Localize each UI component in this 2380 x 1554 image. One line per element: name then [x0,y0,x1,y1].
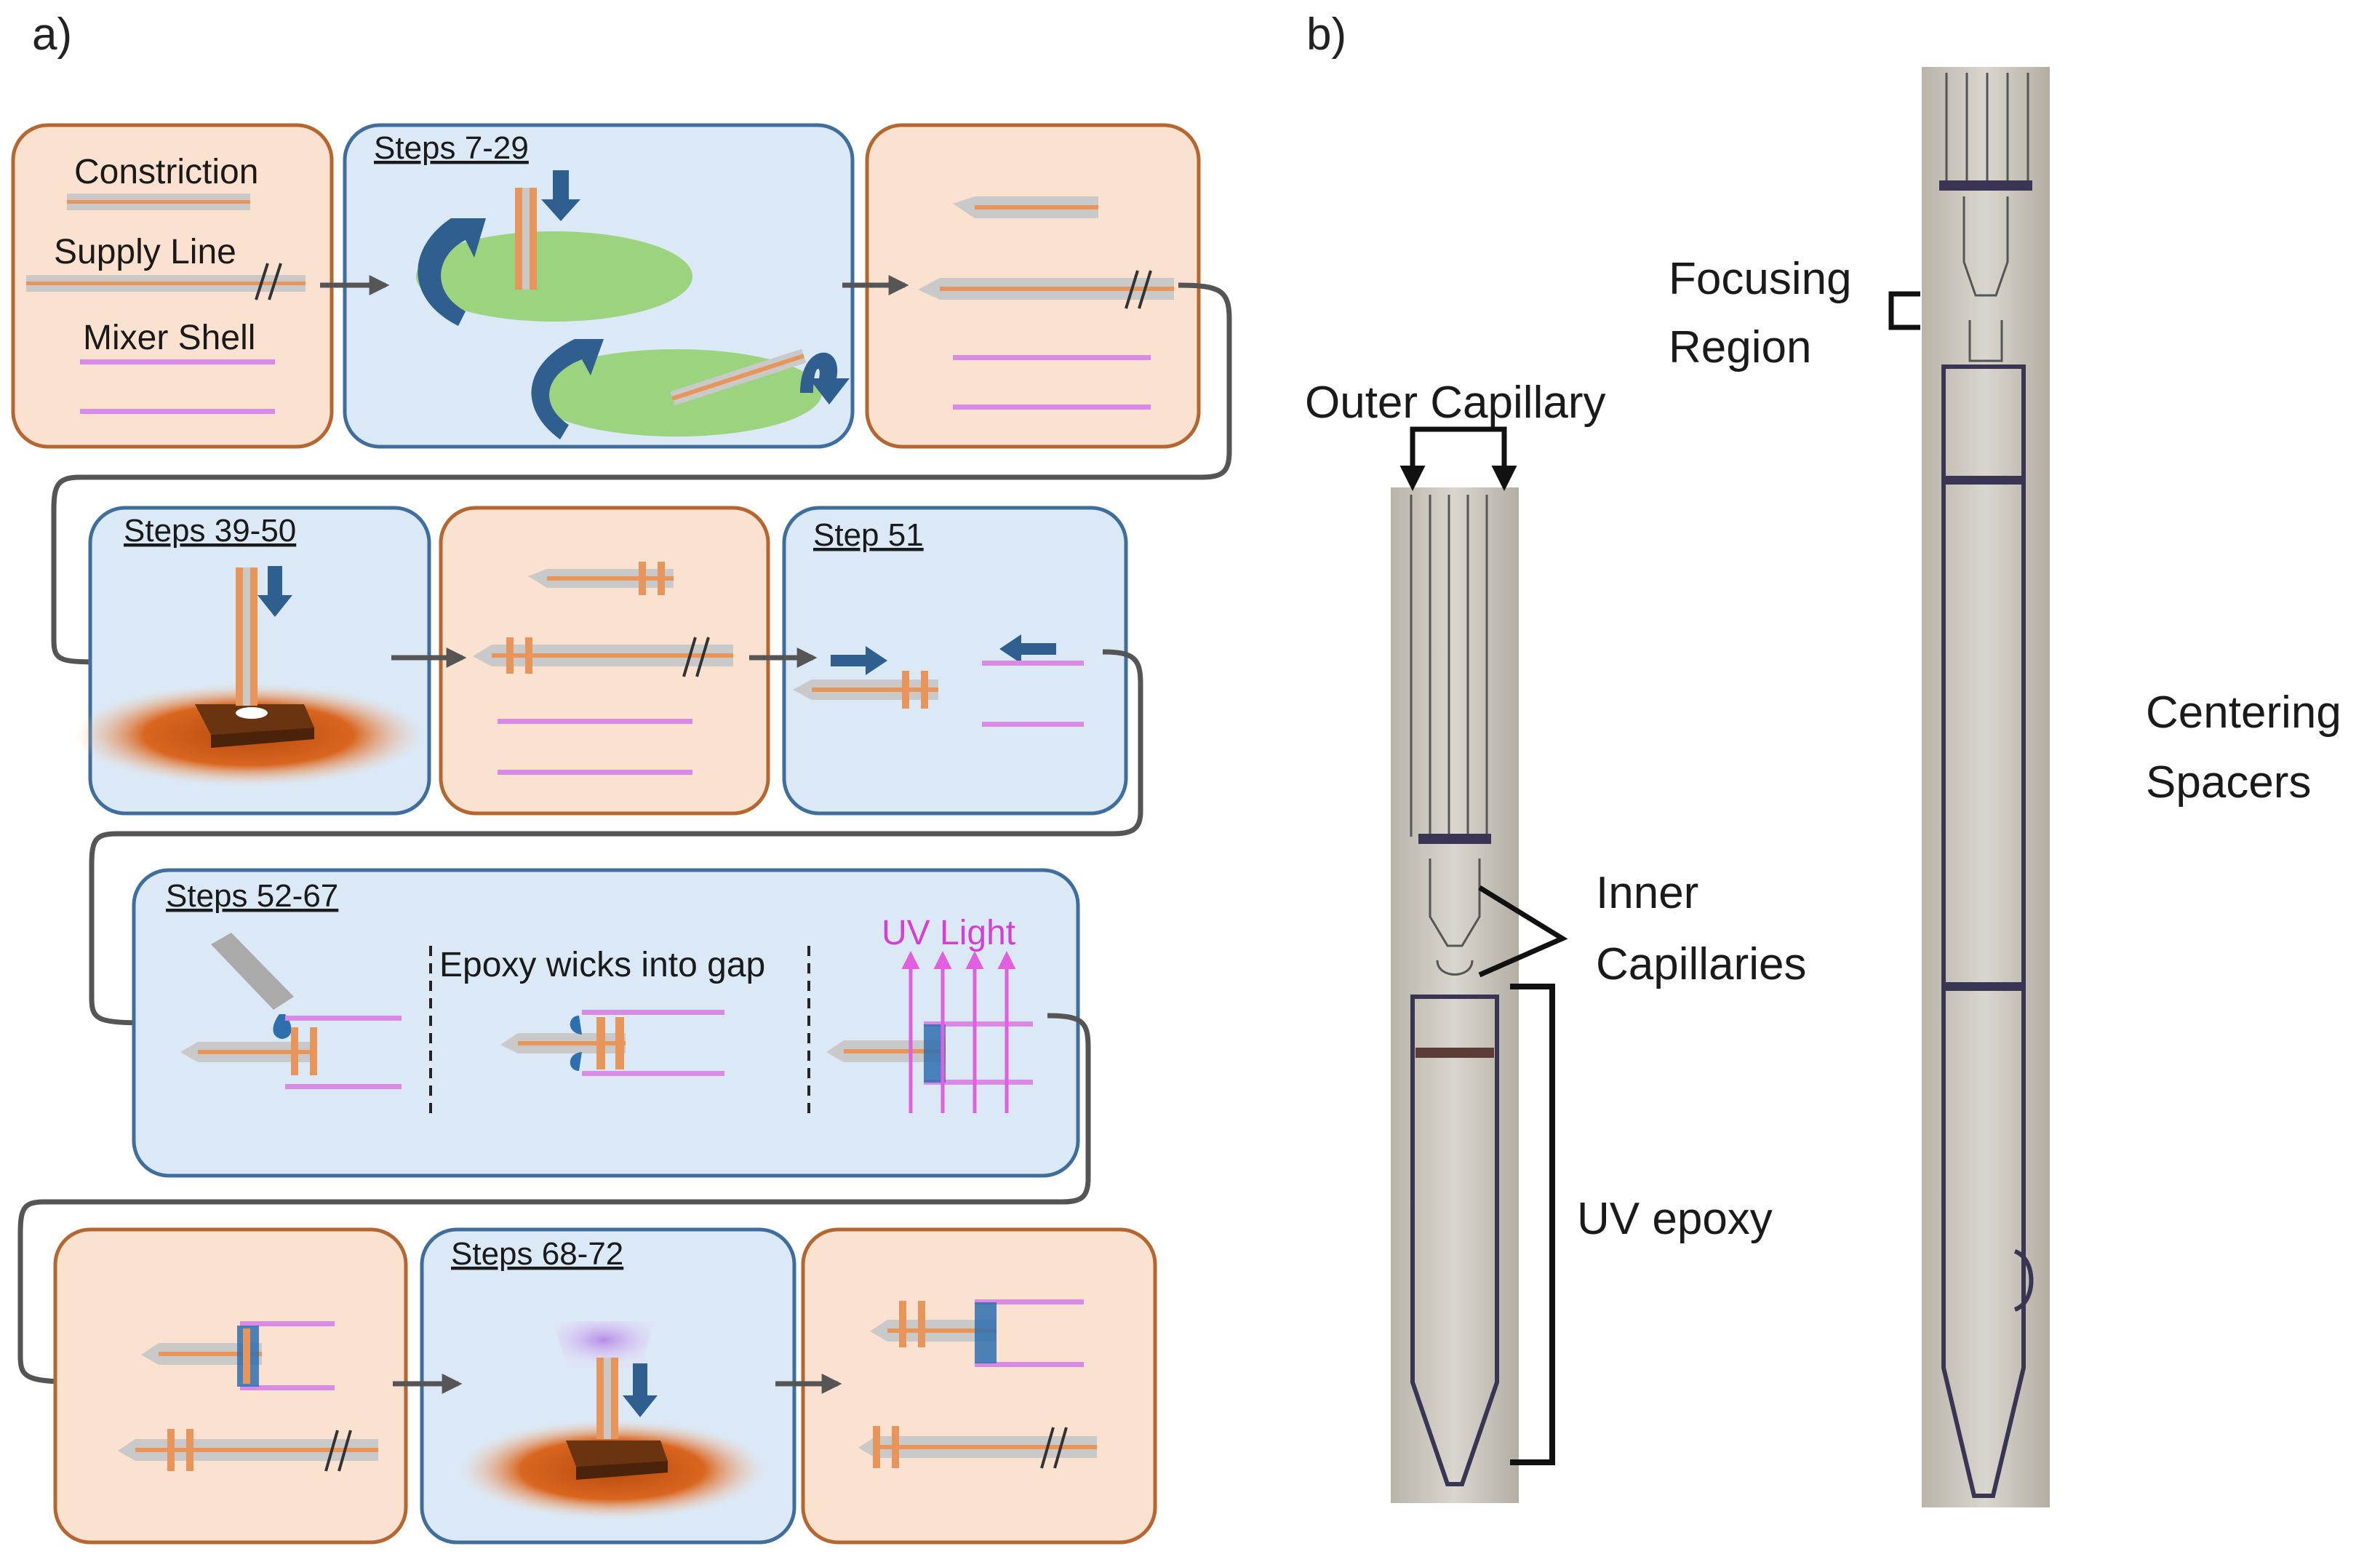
down-arrow-icon [541,170,580,221]
angled-capillary [670,348,807,406]
supply-line-capillary [26,263,306,300]
mixer-shell-bottom-6 [982,722,1084,727]
vertical-capillary-2 [236,567,257,706]
epoxy-note: Epoxy wicks into gap [439,946,765,984]
label-centering-1: Centering [2146,688,2341,738]
label-constriction: Constriction [74,153,258,191]
polished-constriction [953,196,1098,218]
uv-epoxy-bracket [1510,984,1555,1465]
rotate-arrow-icon [418,218,486,326]
panel-b-letter: b) [1306,9,1346,60]
panel-a-letter: a) [32,9,72,60]
label-outer-capillary: Outer Capillary [1305,378,1605,428]
vertical-assembly-5 [596,1358,618,1439]
flow-connector-1 [51,282,1232,672]
rotate-arrow-icon-2 [531,339,604,439]
assembly-before-epoxy [180,1016,402,1089]
laser-mount-icon [195,704,314,748]
flow-connector-3 [17,1013,1091,1392]
inner-capillaries-pointer [1478,885,1568,978]
flow-connector-2 [89,649,1143,1033]
mixer-shell-top-5 [498,719,692,724]
box-final-parts [801,1227,1157,1545]
mixer-assembly-final [870,1299,1084,1367]
step-title-7-29: Steps 7-29 [374,130,529,166]
label-focusing-1: Focusing [1669,254,1852,304]
constriction-with-spacers [528,562,674,595]
assembly-epoxy-wicking [500,1010,724,1076]
outer-capillary-bracket [1410,426,1507,482]
mixer-shell-bottom [80,409,275,414]
step-title-68-72: Steps 68-72 [451,1236,623,1272]
label-mixer-shell: Mixer Shell [83,319,255,357]
polished-supply-line [918,270,1174,309]
mixer-shell-top [80,359,275,364]
flip-arrow-icon [800,352,850,405]
mixer-shell-top-6 [982,661,1084,666]
box-step-51 [782,506,1128,816]
push-arrow-icon-2 [999,634,1056,664]
down-arrow-icon-2 [257,566,292,617]
mixer-assembly-4 [141,1321,335,1390]
uv-glow-cap [553,1321,655,1368]
down-arrow-icon-3 [623,1363,658,1417]
label-centering-2: Spacers [2146,757,2311,808]
mixer-shell-bottom-3 [953,405,1151,410]
polishing-wafer-top [416,231,692,322]
label-inner-capillaries-1: Inner [1596,868,1698,918]
uv-ray-icon [901,951,1016,1113]
supply-line-final [858,1426,1097,1469]
constriction-capillary [67,194,250,210]
step-title-51: Step 51 [813,517,924,553]
assembly-uv-curing [826,1021,1033,1085]
left-capillary-photo [1391,487,1519,1503]
vertical-capillary [515,188,537,290]
label-focusing-2: Region [1669,322,1811,372]
focusing-bracket [1888,291,1920,330]
label-uv-epoxy: UV epoxy [1577,1194,1773,1244]
supply-line-final-4 [118,1429,378,1472]
supply-line-with-spacers [473,637,733,677]
mixer-shell-top-3 [953,355,1151,360]
step-title-52-67: Steps 52-67 [166,878,338,914]
constriction-insert [793,671,938,709]
uv-light-label: UV Light [882,914,1015,952]
box-epoxied-mixer [53,1227,408,1545]
label-inner-capillaries-2: Capillaries [1596,939,1806,989]
push-arrow-icon [831,646,887,675]
laser-mount-icon-2 [566,1441,668,1480]
right-capillary-photo [1922,67,2050,1507]
mixer-shell-bottom-5 [498,770,692,775]
step-title-39-50: Steps 39-50 [124,513,296,549]
label-supply-line: Supply Line [54,233,236,271]
